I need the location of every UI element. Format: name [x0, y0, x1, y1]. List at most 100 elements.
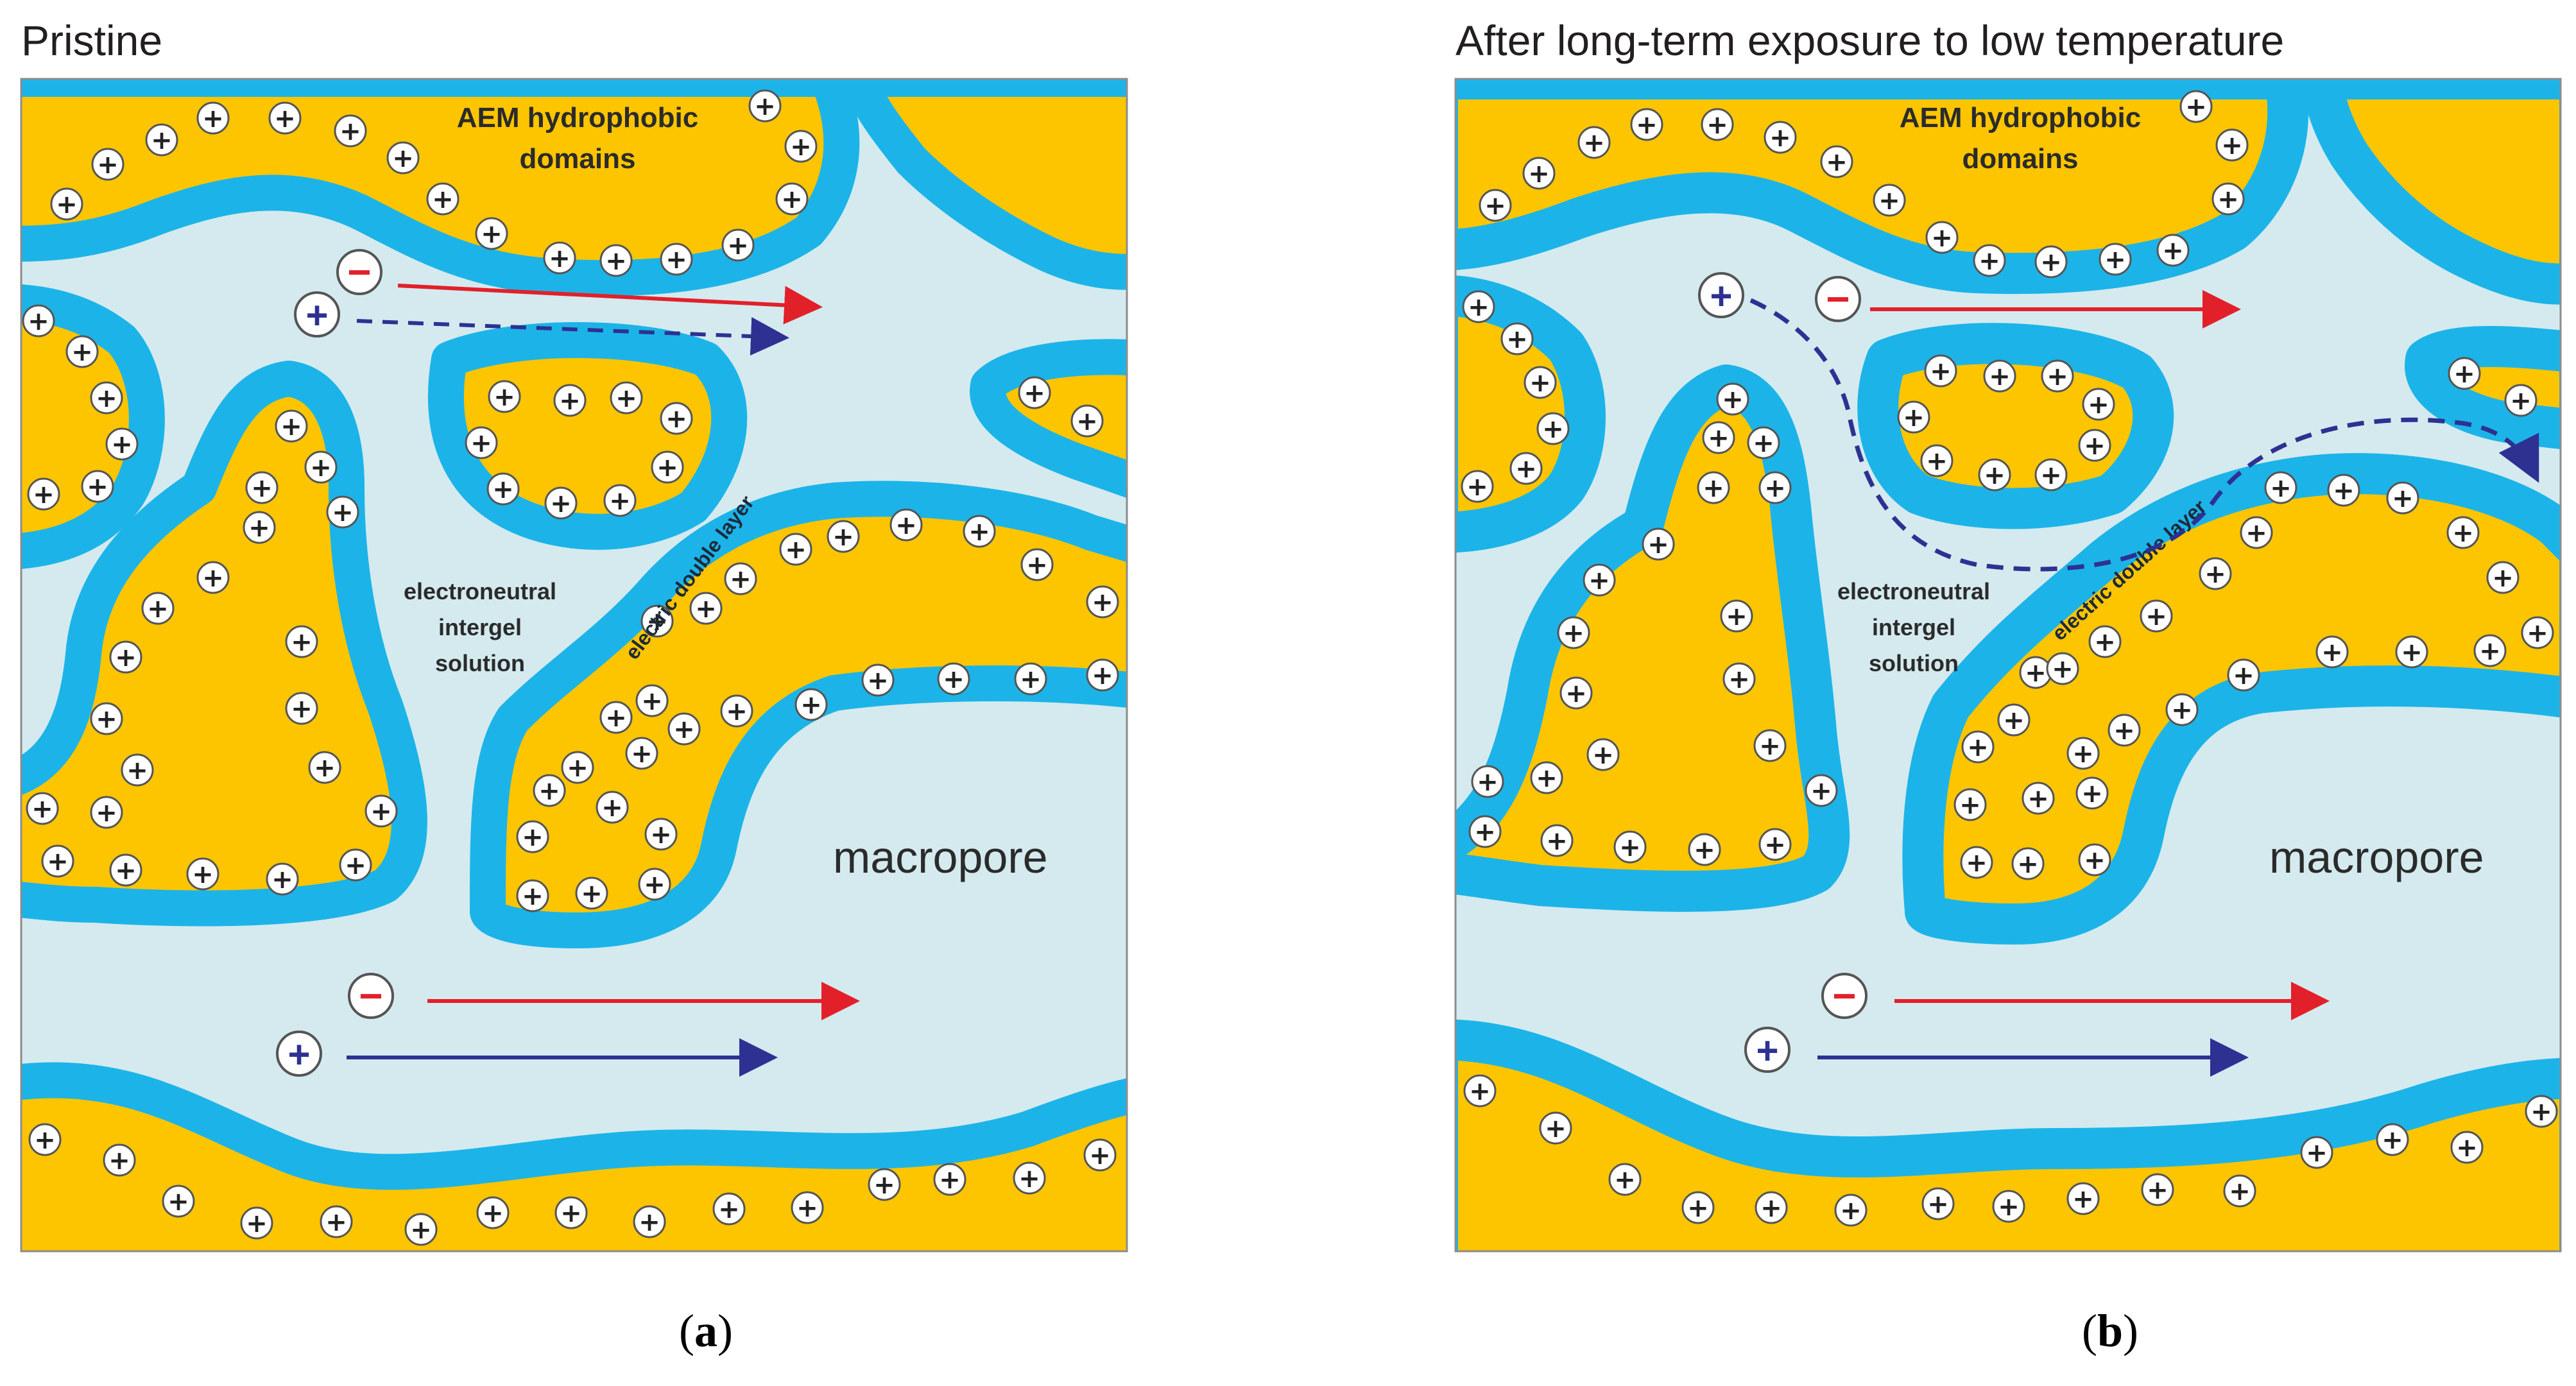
fixed-positive-charge: + — [28, 1123, 62, 1156]
fixed-positive-charge: + — [516, 879, 549, 912]
svg-text:+: + — [47, 847, 69, 877]
intergel-label-line3: solution — [435, 650, 525, 676]
fixed-positive-charge: + — [1013, 1161, 1046, 1195]
fixed-positive-charge: + — [2240, 516, 2273, 549]
fixed-positive-charge: + — [2034, 458, 2068, 492]
fixed-positive-charge: + — [1500, 322, 1534, 355]
svg-text:+: + — [34, 1125, 56, 1155]
fixed-positive-charge: + — [1461, 470, 1494, 503]
fixed-positive-charge: + — [186, 857, 219, 891]
svg-text:+: + — [968, 517, 990, 547]
svg-text:+: + — [1769, 123, 1791, 153]
svg-text:+: + — [1592, 740, 1614, 770]
svg-text:+: + — [560, 1199, 582, 1228]
fixed-positive-charge: + — [1540, 824, 1574, 857]
fixed-positive-charge: + — [196, 101, 230, 135]
macropore-label: macropore — [833, 832, 1048, 882]
svg-text:+: + — [1588, 566, 1610, 595]
fixed-positive-charge: + — [1463, 1074, 1497, 1108]
fixed-positive-charge: + — [1557, 616, 1590, 649]
svg-text:+: + — [1967, 733, 1989, 762]
fixed-positive-charge: + — [2179, 90, 2213, 123]
svg-text:+: + — [482, 1199, 504, 1228]
svg-text:+: + — [2025, 658, 2047, 688]
fixed-positive-charge: + — [689, 592, 723, 625]
svg-text:+: + — [1810, 776, 1832, 806]
svg-text:+: + — [1536, 764, 1558, 793]
intergel-label-line1: electroneutral — [404, 578, 556, 604]
svg-text:+: + — [1020, 665, 1042, 694]
svg-text:+: + — [1760, 1194, 1782, 1223]
svg-text:+: + — [251, 474, 273, 503]
svg-text:+: + — [1018, 1164, 1040, 1194]
fixed-positive-charge: + — [2446, 516, 2480, 549]
fixed-positive-charge: + — [105, 427, 139, 461]
fixed-positive-charge: + — [1462, 290, 1495, 323]
svg-text:+: + — [522, 823, 544, 852]
fixed-positive-charge: + — [41, 844, 74, 878]
svg-text:+: + — [1759, 732, 1781, 761]
svg-text:+: + — [96, 798, 117, 828]
svg-text:+: + — [1092, 661, 1113, 690]
fixed-positive-charge: + — [660, 243, 693, 276]
svg-text:+: + — [550, 489, 572, 518]
anion: − — [1815, 276, 1861, 322]
fixed-positive-charge: + — [91, 148, 125, 181]
svg-text:+: + — [1998, 1192, 2020, 1222]
svg-text:+: + — [673, 715, 695, 744]
fixed-positive-charge: + — [1820, 145, 1853, 178]
fixed-positive-charge: + — [308, 751, 341, 784]
svg-text:+: + — [481, 219, 502, 249]
svg-text:+: + — [111, 430, 133, 459]
fixed-positive-charge: + — [712, 1192, 746, 1226]
fixed-positive-charge: + — [2066, 1182, 2100, 1215]
hydrophobic-domain — [21, 79, 860, 296]
domains-label-line1: AEM hydrophobic — [457, 102, 698, 133]
fixed-positive-charge: + — [1688, 833, 1721, 866]
svg-text:+: + — [339, 117, 361, 146]
panel-pristine: Pristine +++++++++++++++++++++++++++++++… — [20, 17, 1128, 1356]
svg-text:+: + — [1092, 588, 1113, 617]
fixed-positive-charge: + — [794, 688, 828, 721]
fixed-positive-charge: + — [326, 495, 359, 529]
svg-text:+: + — [248, 513, 270, 543]
svg-text:+: + — [1563, 619, 1584, 648]
fixed-positive-charge: + — [2066, 737, 2100, 770]
svg-text:+: + — [2185, 92, 2207, 122]
fixed-positive-charge: + — [963, 515, 996, 548]
svg-text:+: + — [96, 705, 117, 734]
cation-path-dashed-arrow — [356, 317, 789, 356]
fixed-positive-charge: + — [81, 470, 114, 503]
fixed-positive-charge: + — [65, 335, 99, 368]
fixed-positive-charge: + — [1613, 830, 1647, 864]
svg-text:+: + — [939, 1165, 961, 1195]
fixed-positive-charge: + — [1978, 458, 2011, 492]
svg-text:+: + — [291, 628, 313, 657]
fixed-positive-charge: + — [2521, 616, 2554, 649]
svg-text:+: + — [2452, 518, 2474, 548]
svg-text:+: + — [2084, 846, 2106, 875]
fixed-positive-charge: + — [533, 774, 566, 807]
fixed-positive-charge: + — [1642, 527, 1675, 561]
svg-text:+: + — [71, 338, 93, 367]
fixed-positive-charge: + — [1697, 471, 1730, 504]
fixed-positive-charge: + — [240, 1206, 273, 1240]
svg-text:+: + — [601, 793, 623, 823]
fixed-positive-charge: + — [1586, 738, 1620, 771]
svg-text:+: + — [727, 231, 749, 261]
svg-text:+: + — [1966, 848, 1988, 878]
svg-text:+: + — [2306, 1138, 2328, 1168]
fixed-positive-charge: + — [1722, 662, 1756, 696]
fixed-positive-charge: + — [937, 662, 970, 696]
hydrophobic-domain — [21, 1062, 1127, 1251]
svg-text:+: + — [646, 607, 668, 637]
svg-text:+: + — [1764, 474, 1786, 503]
cation: + — [1744, 1027, 1790, 1073]
fixed-positive-charge: + — [660, 402, 693, 435]
fixed-positive-charge: + — [2450, 1131, 2484, 1164]
hydrophobic-domain — [1455, 79, 2309, 295]
fixed-positive-charge: + — [320, 1205, 353, 1238]
svg-text:+: + — [567, 753, 588, 783]
macropore-label: macropore — [2269, 832, 2484, 882]
